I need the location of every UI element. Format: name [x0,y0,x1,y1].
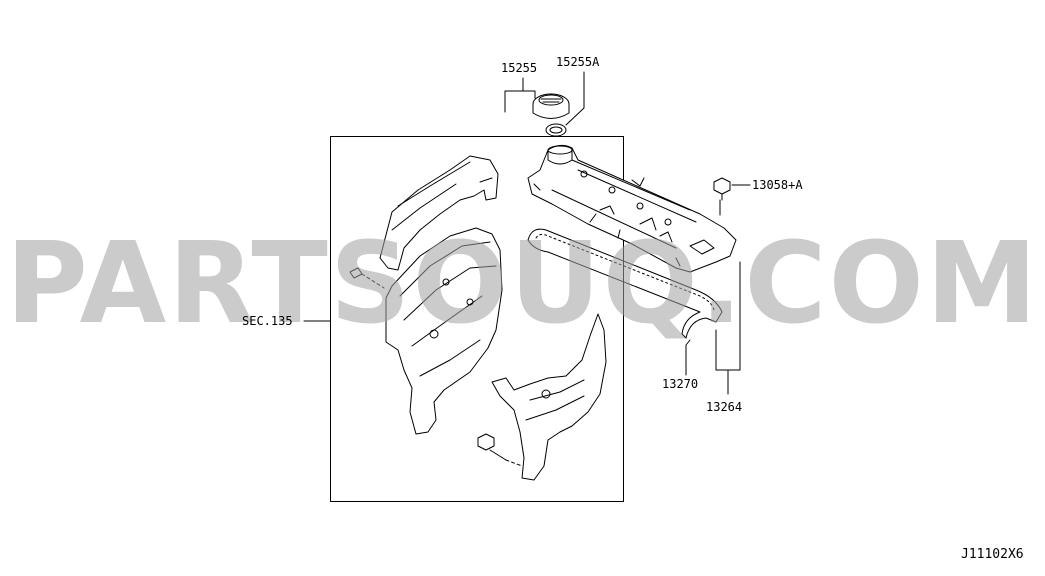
bolt-part [713,177,731,201]
callout-13264[interactable]: 13264 [706,400,743,414]
callout-15255[interactable]: 15255 [501,61,538,75]
front-cover-parts [349,155,607,481]
callout-13058A[interactable]: 13058+A [752,178,803,192]
callout-13270[interactable]: 13270 [662,377,699,391]
callout-sec135[interactable]: SEC.135 [242,314,293,328]
sec135-frame [330,136,624,502]
filler-cap-gasket-part [545,123,567,137]
oil-filler-cap-part [532,93,570,119]
rocker-cover-part [527,144,737,273]
rocker-cover-gasket-part [527,228,723,339]
drawing-code: J11102X6 [961,547,1024,562]
callout-15255A[interactable]: 15255A [556,55,600,69]
leader-lines [303,71,751,395]
